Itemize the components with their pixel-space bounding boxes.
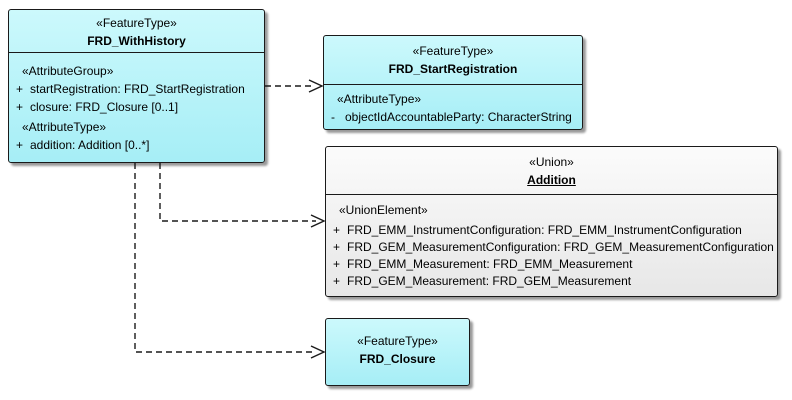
class-frd-withhistory[interactable]: «FeatureType» FRD_WithHistory «Attribute… xyxy=(8,9,265,163)
attribute-row: + FRD_EMM_InstrumentConfiguration: FRD_EM… xyxy=(326,222,777,239)
attribute-text: addition: Addition [0..*] xyxy=(30,138,150,152)
compartment-divider xyxy=(324,84,582,85)
dependency-withhistory-to-addition[interactable] xyxy=(159,163,326,228)
attribute-text: FRD_GEM_Measurement: FRD_GEM_Measurement xyxy=(347,274,632,288)
class-header: «FeatureType» FRD_StartRegistration xyxy=(324,36,582,84)
visibility-sign: - xyxy=(331,110,335,124)
open-arrowhead-icon xyxy=(310,345,326,359)
attribute-text: FRD_EMM_Measurement: FRD_EMM_Measurement xyxy=(347,257,633,271)
class-name: FRD_WithHistory xyxy=(87,34,186,48)
visibility-sign: + xyxy=(16,100,24,114)
attribute-text: objectIdAccountableParty: CharacterStrin… xyxy=(345,110,572,124)
class-addition-union[interactable]: «Union» Addition «UnionElement» + FRD_EMM… xyxy=(325,146,778,297)
attribute-row: + startRegistration: FRD_StartRegistratio… xyxy=(9,80,264,98)
visibility-sign: + xyxy=(333,223,341,237)
attribute-text: FRD_GEM_MeasurementConfiguration: FRD_GE… xyxy=(347,240,774,254)
attribute-row: + FRD_GEM_Measurement: FRD_GEM_Measuremen… xyxy=(326,273,777,290)
class-name: FRD_Closure xyxy=(359,352,436,366)
attribute-group-stereotype: «AttributeGroup» xyxy=(22,64,114,78)
union-element-stereotype: «UnionElement» xyxy=(339,203,428,217)
visibility-sign: + xyxy=(333,240,341,254)
class-header: «FeatureType» FRD_WithHistory xyxy=(9,10,264,52)
attribute-type-stereotype: «AttributeType» xyxy=(337,92,422,106)
dependency-withhistory-to-closure[interactable] xyxy=(134,163,326,359)
compartment-divider xyxy=(9,52,264,53)
stereotype-label: «FeatureType» xyxy=(357,334,438,348)
visibility-sign: + xyxy=(333,257,341,271)
open-arrowhead-icon xyxy=(308,79,324,93)
class-header: «Union» Addition xyxy=(326,147,777,194)
attribute-row: -objectIdAccountableParty: CharacterStri… xyxy=(324,108,582,126)
attribute-row: + addition: Addition [0..*] xyxy=(9,136,264,154)
class-frd-closure[interactable]: «FeatureType» FRD_Closure xyxy=(325,318,470,386)
stereotype-label: «FeatureType» xyxy=(96,16,177,30)
stereotype-label: «FeatureType» xyxy=(412,44,494,58)
attribute-text: FRD_EMM_InstrumentConfiguration: FRD_EMM… xyxy=(347,223,742,237)
attribute-text: closure: FRD_Closure [0..1] xyxy=(30,100,179,114)
class-name: FRD_StartRegistration xyxy=(388,62,518,76)
attribute-row: + FRD_EMM_Measurement: FRD_EMM_Measuremen… xyxy=(326,256,777,273)
attributes-compartment: «AttributeType» -objectIdAccountablePart… xyxy=(324,85,582,126)
open-arrowhead-icon xyxy=(310,214,326,228)
visibility-sign: + xyxy=(16,138,24,152)
compartment-divider xyxy=(326,194,777,195)
class-name: Addition xyxy=(527,173,576,187)
attribute-text: startRegistration: FRD_StartRegistration xyxy=(30,82,245,96)
attributes-compartment: «AttributeGroup» + startRegistration: FRD… xyxy=(9,53,264,154)
class-frd-startregistration[interactable]: «FeatureType» FRD_StartRegistration «Att… xyxy=(323,35,583,130)
attribute-row: + closure: FRD_Closure [0..1] xyxy=(9,98,264,116)
visibility-sign: + xyxy=(16,82,24,96)
dependency-withhistory-to-startregistration[interactable] xyxy=(265,79,324,93)
stereotype-label: «Union» xyxy=(529,155,574,169)
class-header: «FeatureType» FRD_Closure xyxy=(326,319,469,368)
visibility-sign: + xyxy=(333,274,341,288)
attributes-compartment: «UnionElement» + FRD_EMM_InstrumentConfig… xyxy=(326,195,777,290)
attribute-row: + FRD_GEM_MeasurementConfiguration: FRD_G… xyxy=(326,239,777,256)
attribute-type-stereotype: «AttributeType» xyxy=(22,120,107,134)
